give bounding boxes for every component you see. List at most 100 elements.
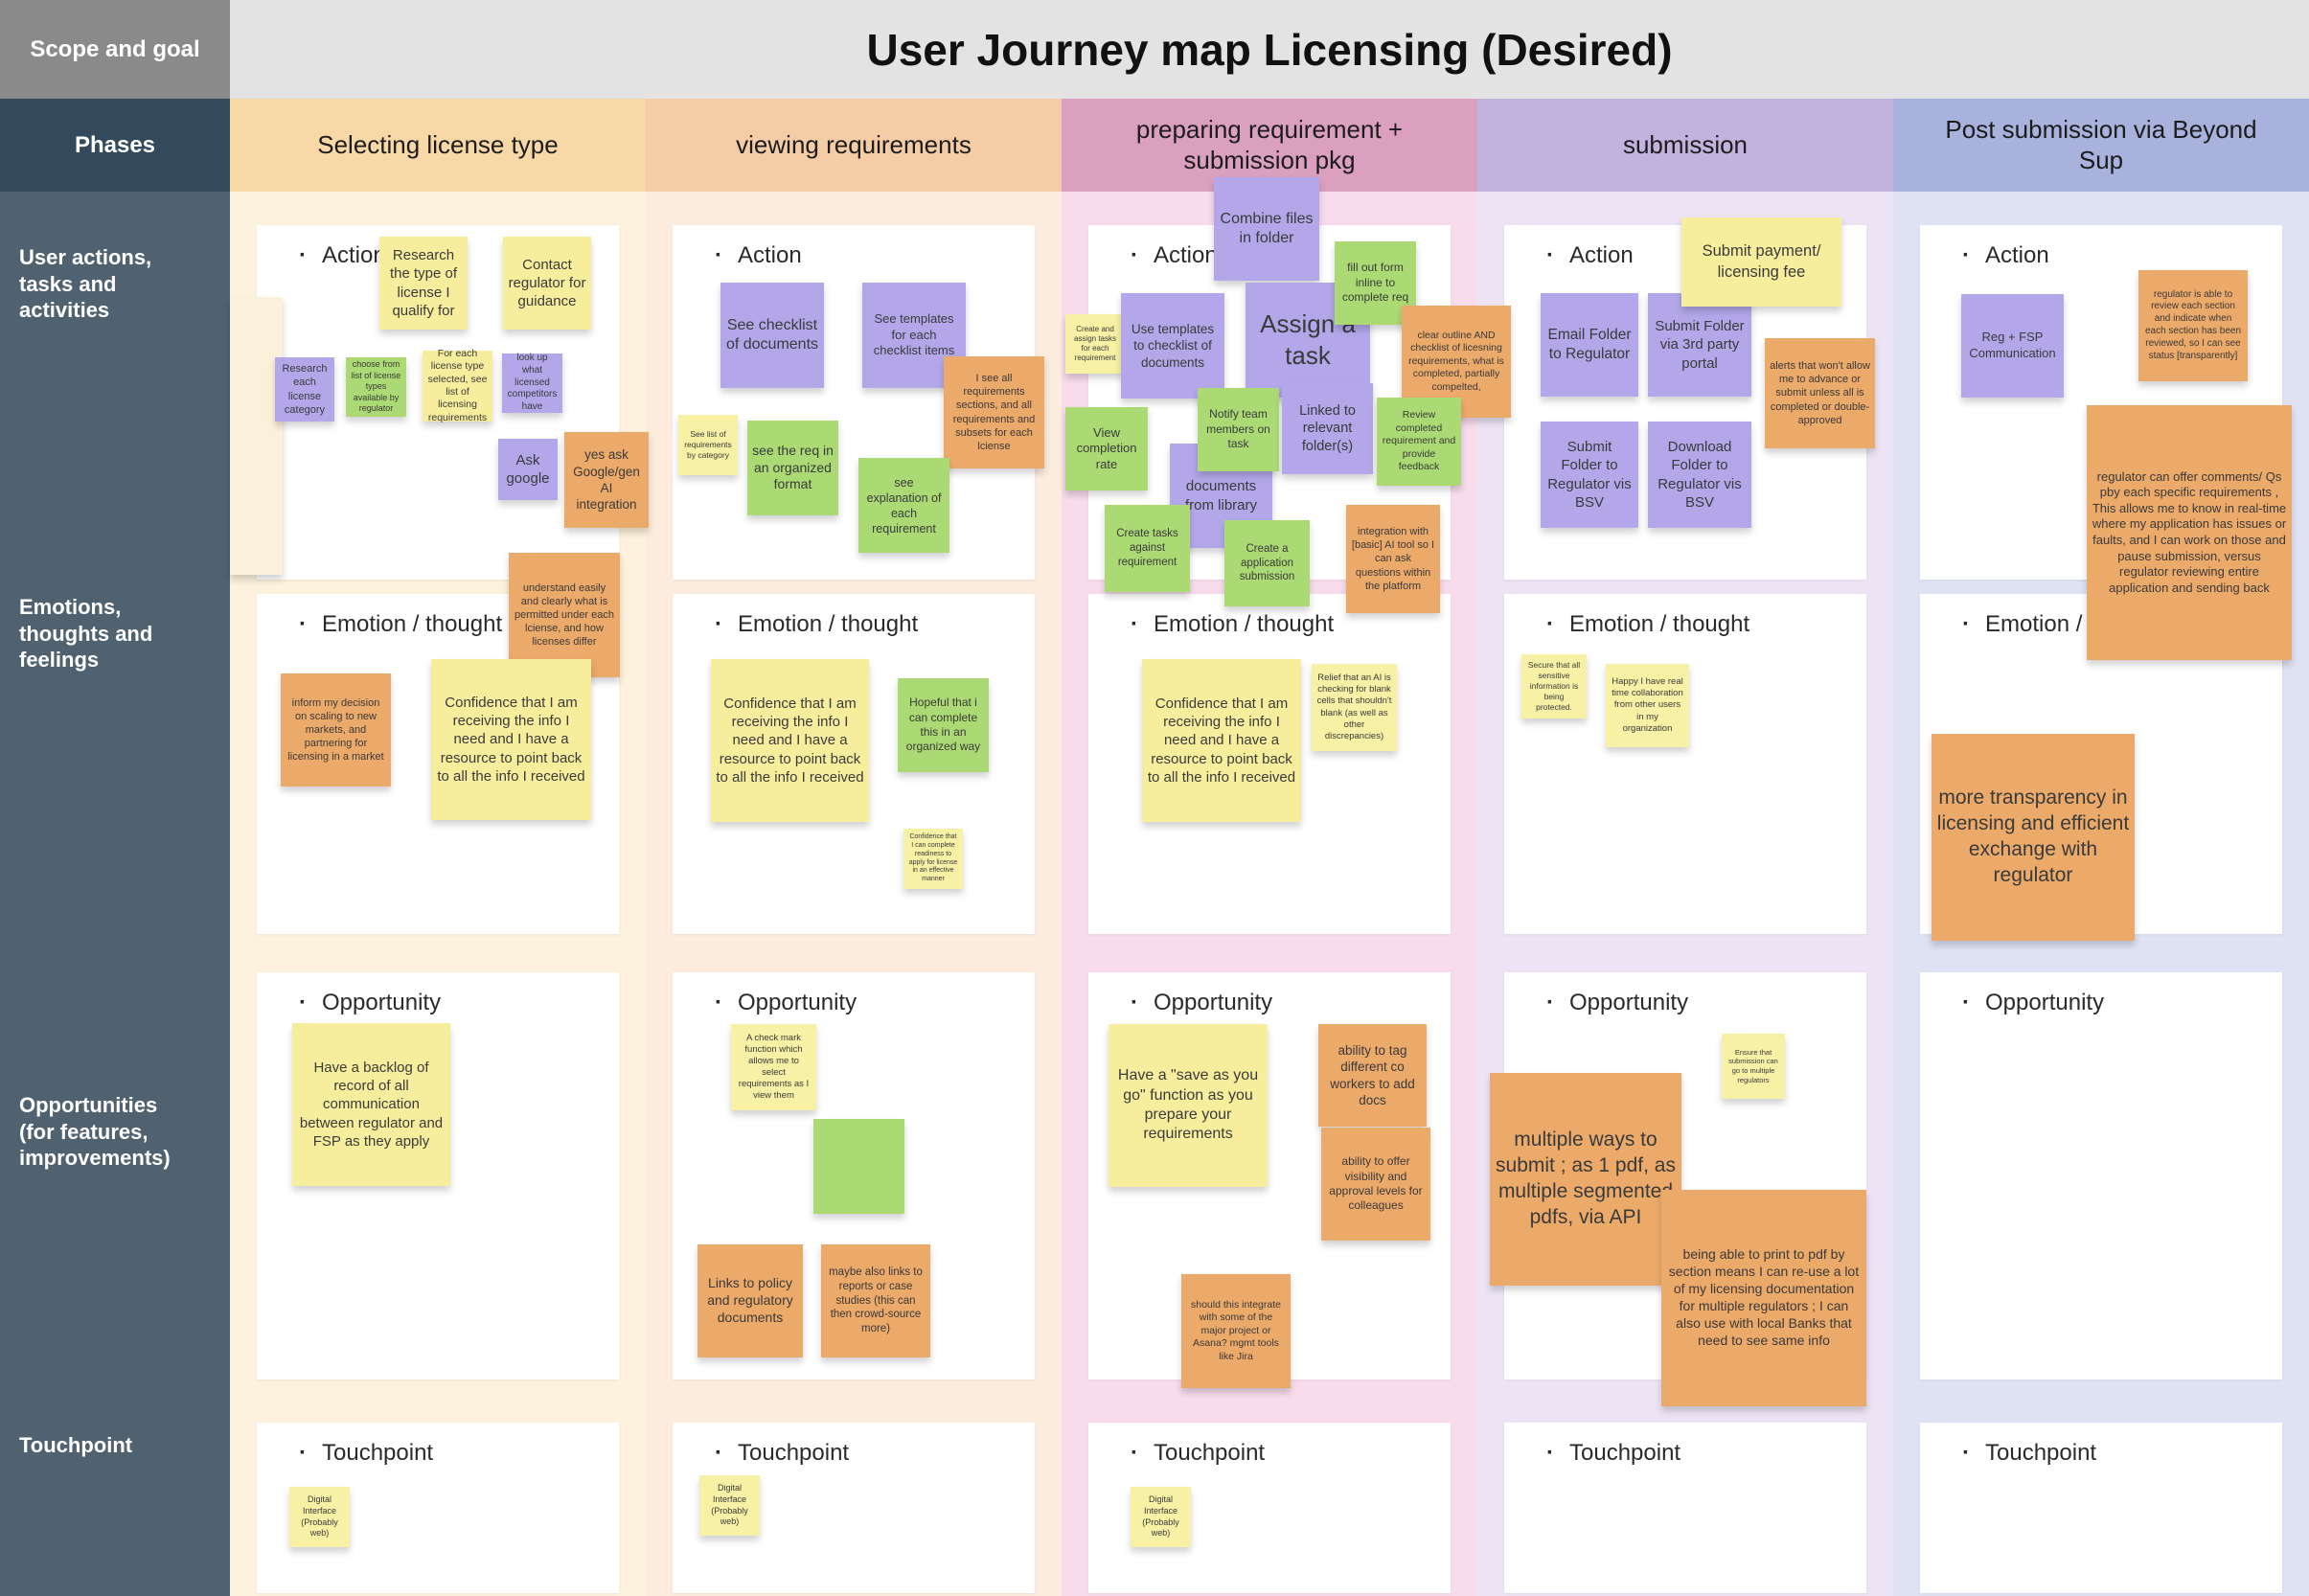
sticky-note[interactable]: Digital Interface (Probably web)	[699, 1475, 760, 1536]
sticky-note[interactable]: Relief that an AI is checking for blank …	[1312, 664, 1397, 751]
row-label-touchpoint: Touchpoint	[19, 1433, 133, 1457]
sticky-note[interactable]	[813, 1119, 904, 1214]
sticky-note[interactable]: Contact regulator for guidance	[503, 237, 591, 330]
section-label-touchpoint: Touchpoint	[715, 1440, 849, 1467]
sticky-note-text: Submit payment/ licensing fee	[1702, 242, 1821, 281]
sticky-note[interactable]: Ask google	[498, 439, 558, 500]
phase-header-submission: submission	[1477, 99, 1893, 192]
sticky-note-text: fill out form inline to complete req	[1341, 261, 1409, 305]
row-label-user-actions: User actions, tasks and activities	[19, 245, 152, 322]
sticky-note-text: inform my decision on scaling to new mar…	[287, 696, 384, 764]
sticky-note[interactable]: Confidence that I can complete readiness…	[903, 829, 963, 889]
sticky-note[interactable]: Confidence that I am receiving the info …	[431, 659, 591, 820]
sticky-note-text: Linked to relevant folder(s)	[1299, 402, 1356, 454]
sticky-note-text: See templates for each checklist items	[873, 311, 955, 358]
sticky-note-text: Review completed requirement and provide…	[1382, 409, 1456, 473]
sticky-note-text: Research the type of license I qualify f…	[389, 247, 458, 319]
sticky-note[interactable]: I see all requirements sections, and all…	[944, 356, 1044, 468]
sticky-note-text: regulator is able to review each section…	[2144, 288, 2242, 361]
sticky-note[interactable]: regulator is able to review each section…	[2138, 270, 2248, 381]
section-label-opportunity: Opportunity	[299, 990, 441, 1016]
panel-emotions: Emotion / thought Confidence that I am r…	[1088, 594, 1451, 934]
sticky-note-text: Create and assign tasks for each require…	[1073, 324, 1117, 363]
sticky-note[interactable]: Create and assign tasks for each require…	[1065, 314, 1125, 374]
sticky-note-text: Notify team members on task	[1206, 407, 1270, 451]
sticky-note[interactable]: being able to print to pdf by section me…	[1661, 1190, 1866, 1406]
sticky-note[interactable]: Research the type of license I qualify f…	[379, 237, 468, 330]
sticky-note[interactable]: Links to policy and regulatory documents	[697, 1244, 803, 1357]
sticky-note-text: look up what licensed competitors have	[507, 353, 558, 413]
sticky-note-text: ability to offer visibility and approval…	[1329, 1154, 1423, 1213]
sticky-note-text: Confidence that I am receiving the info …	[1147, 695, 1296, 786]
sticky-note[interactable]: See checklist of documents	[720, 283, 824, 388]
sticky-note[interactable]: yes ask Google/gen AI integration	[564, 432, 649, 528]
sticky-note-text: documents from library	[1184, 478, 1257, 513]
sticky-note[interactable]: Hopeful that i can complete this in an o…	[898, 678, 989, 772]
sticky-note[interactable]: Have a "save as you go" function as you …	[1109, 1024, 1268, 1187]
panel-actions: Action Reg + FSP Communicationregulator …	[1920, 225, 2292, 660]
sticky-note[interactable]: Email Folder to Regulator	[1541, 293, 1638, 397]
sticky-note[interactable]: choose from list of license types availa…	[346, 357, 406, 417]
sticky-note[interactable]: Have a backlog of record of all communic…	[292, 1023, 450, 1186]
section-label-action: Action	[299, 242, 386, 269]
sticky-note[interactable]: Linked to relevant folder(s)	[1282, 383, 1373, 474]
panel-touchpoint: Touchpoint	[1920, 1423, 2282, 1593]
sticky-note[interactable]: Combine files in folder	[1214, 177, 1319, 281]
sticky-note[interactable]: Submit Folder via 3rd party portal	[1648, 293, 1751, 397]
sticky-note[interactable]: Digital Interface (Probably web)	[289, 1487, 350, 1547]
sticky-note[interactable]: multiple ways to submit ; as 1 pdf, as m…	[1490, 1073, 1681, 1286]
panel-opportunities: Opportunity	[1920, 972, 2282, 1379]
sticky-note[interactable]: Secure that all sensitive information is…	[1521, 654, 1587, 718]
sticky-note[interactable]: Notify team members on task	[1198, 388, 1279, 471]
sticky-note[interactable]: Create tasks against requirement	[1105, 505, 1190, 592]
phase-label: preparing requirement + submission pkg	[1135, 115, 1404, 174]
panel-emotions: Emotion / thought understand easily and …	[257, 553, 620, 934]
sticky-note[interactable]: integration with [basic] AI tool so I ca…	[1346, 505, 1440, 613]
sticky-note[interactable]: Create a application submission	[1224, 520, 1310, 606]
sticky-note[interactable]: View completion rate	[1065, 407, 1148, 490]
sticky-note-text: alerts that won't allow me to advance or…	[1770, 360, 1870, 426]
page-title: User Journey map Licensing (Desired)	[866, 24, 1673, 75]
sticky-note[interactable]: Happy I have real time collaboration fro…	[1606, 664, 1689, 747]
sticky-note[interactable]: Submit payment/ licensing fee	[1681, 217, 1841, 307]
sticky-note[interactable]: Confidence that I am receiving the info …	[711, 659, 869, 822]
sticky-note-text: A check mark function which allows me to…	[738, 1032, 810, 1102]
sticky-note[interactable]: ability to tag different co workers to a…	[1318, 1024, 1427, 1127]
sticky-note-text: see explanation of each requirement	[866, 475, 942, 536]
sticky-note[interactable]: Review completed requirement and provide…	[1377, 398, 1461, 486]
row-labels-sidebar: User actions, tasks and activities Emoti…	[0, 192, 230, 1596]
sticky-note[interactable]: Digital Interface (Probably web)	[1131, 1487, 1191, 1547]
sticky-note[interactable]: ability to offer visibility and approval…	[1321, 1128, 1430, 1241]
sticky-note[interactable]: For each license type selected, see list…	[423, 348, 492, 423]
sticky-note[interactable]: see explanation of each requirement	[858, 458, 949, 553]
sticky-note[interactable]: Download Folder to Regulator vis BSV	[1648, 422, 1751, 528]
sticky-note[interactable]: Submit Folder to Regulator vis BSV	[1541, 422, 1638, 528]
sticky-note-text: See list of requirements by category	[684, 429, 732, 460]
sticky-note-text: Research each license category	[282, 363, 328, 416]
sticky-note[interactable]: Use templates to checklist of documents	[1121, 293, 1224, 399]
sticky-note[interactable]: Research each license category	[275, 357, 334, 422]
section-label-touchpoint: Touchpoint	[1962, 1440, 2096, 1467]
sticky-note[interactable]: Ensure that submission can go to multipl…	[1722, 1034, 1785, 1099]
sticky-note[interactable]: more transparency in licensing and effic…	[1932, 734, 2135, 941]
sticky-note[interactable]: look up what licensed competitors have	[502, 353, 562, 413]
sticky-note-text: See checklist of documents	[725, 316, 819, 353]
sticky-note[interactable]: regulator can offer comments/ Qs pby eac…	[2087, 405, 2292, 660]
sticky-note[interactable]: inform my decision on scaling to new mar…	[281, 673, 391, 787]
sticky-note[interactable]: understand easily and clearly what is pe…	[509, 553, 620, 677]
sticky-note[interactable]: should this integrate with some of the m…	[1181, 1274, 1291, 1388]
sticky-note-text: Digital Interface (Probably web)	[711, 1483, 748, 1527]
sticky-note[interactable]	[230, 297, 283, 575]
sticky-note[interactable]: A check mark function which allows me to…	[731, 1024, 816, 1110]
sticky-note-text: I see all requirements sections, and all…	[952, 373, 1036, 452]
sticky-note[interactable]: See list of requirements by category	[678, 415, 738, 475]
panel-opportunities: Opportunity A check mark function which …	[673, 972, 1035, 1379]
sticky-note-text: should this integrate with some of the m…	[1191, 1298, 1281, 1362]
sticky-note[interactable]: alerts that won't allow me to advance or…	[1765, 338, 1875, 448]
sticky-note[interactable]: Reg + FSP Communication	[1961, 294, 2064, 398]
sticky-note-text: Ask google	[506, 451, 550, 487]
sticky-note[interactable]: Confidence that I am receiving the info …	[1142, 659, 1301, 822]
sticky-note[interactable]: see the req in an organized format	[747, 421, 838, 515]
sticky-note[interactable]: maybe also links to reports or case stud…	[821, 1244, 930, 1357]
